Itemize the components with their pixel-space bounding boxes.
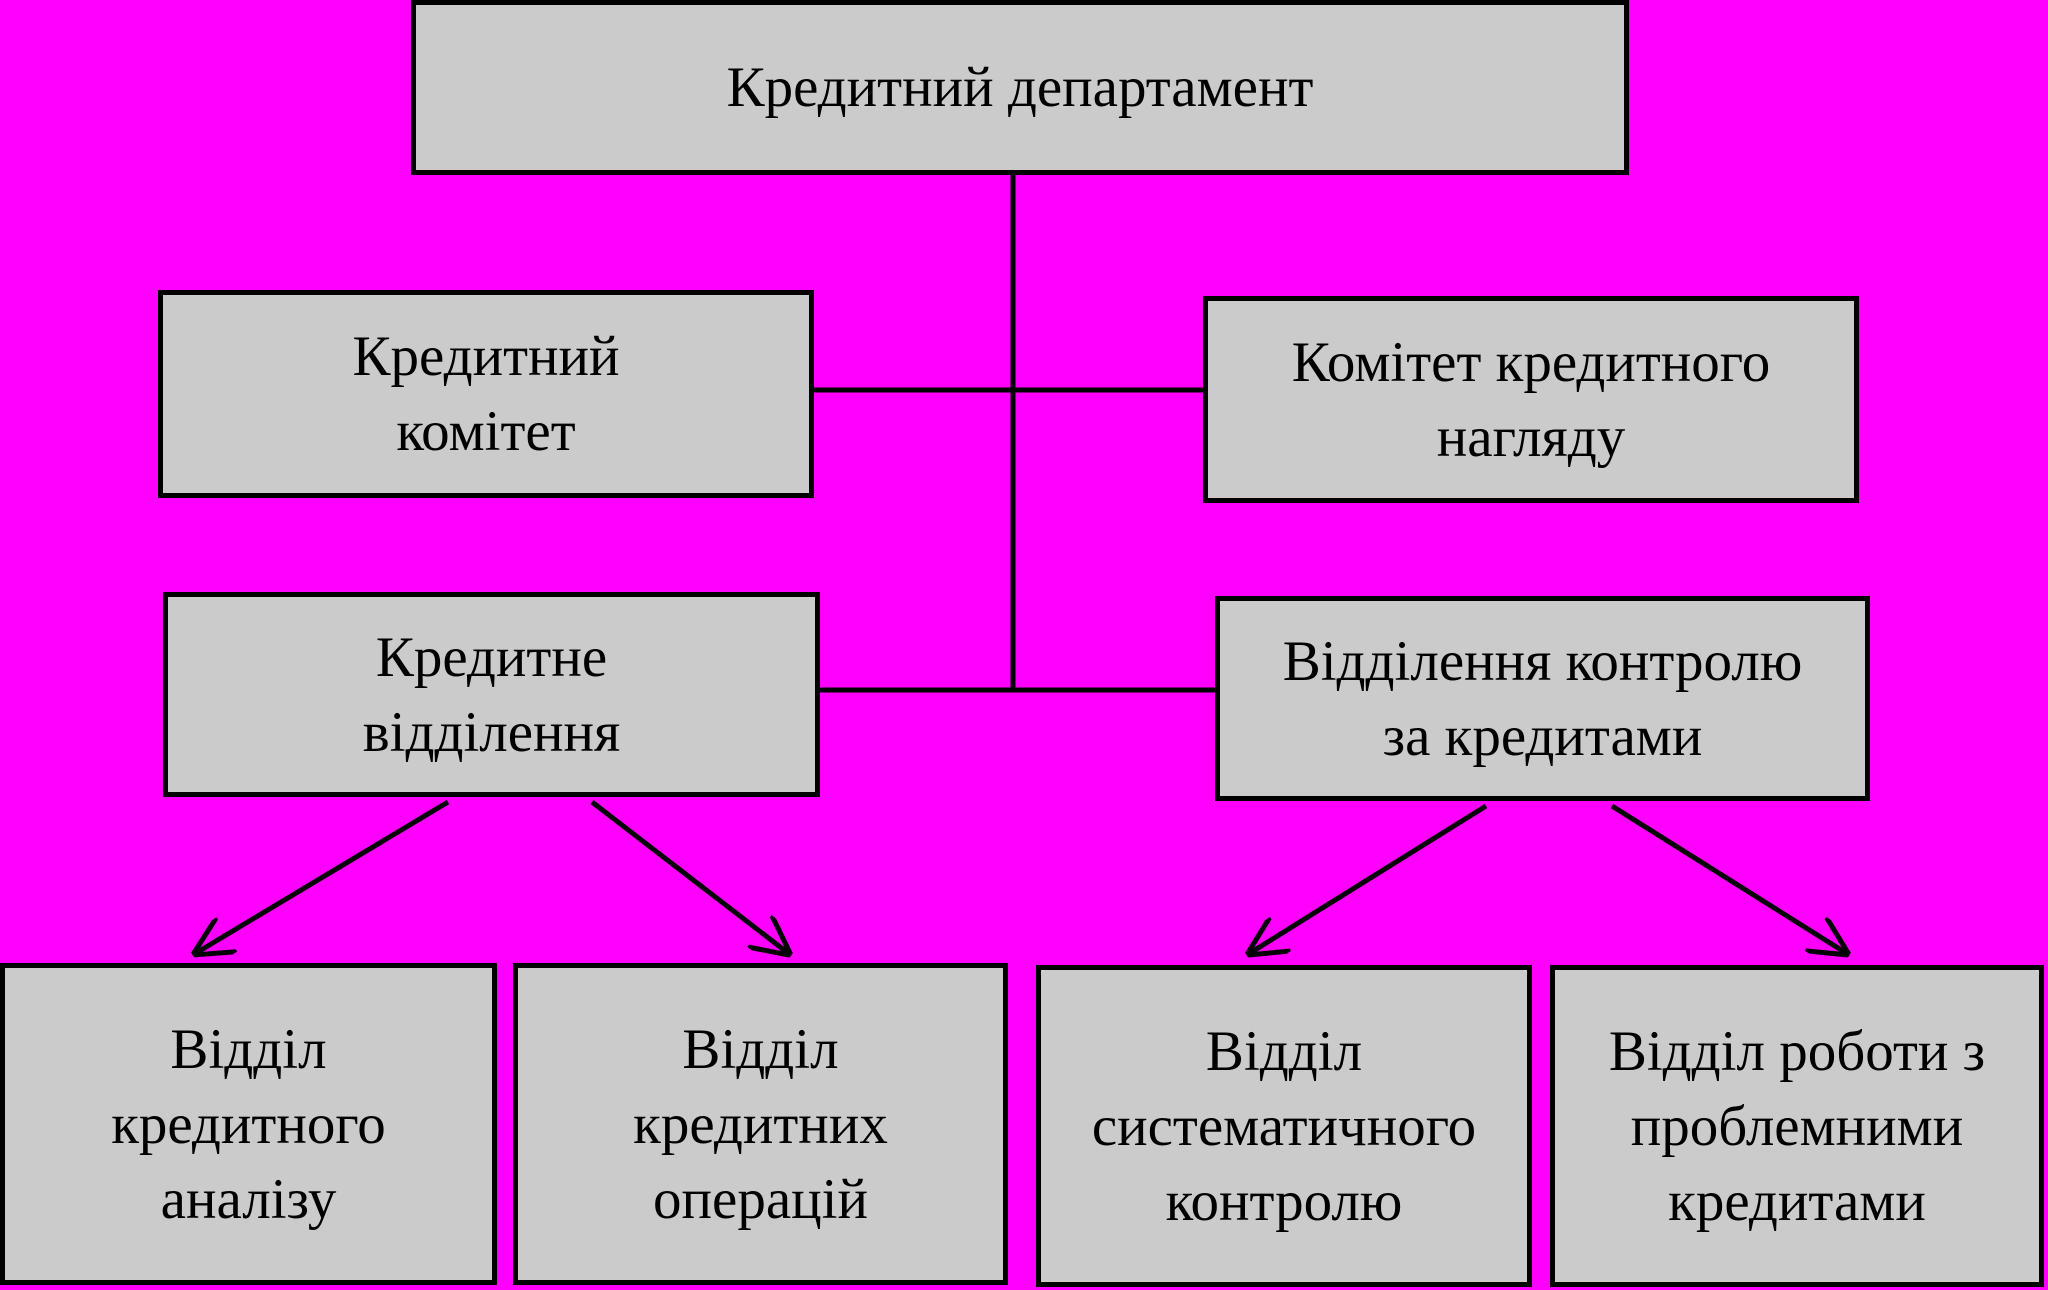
node-label: Комітет кредитного: [1291, 330, 1771, 394]
arrow-to-analysis: [196, 799, 450, 953]
node-label: Відділ роботи з: [1608, 1019, 1986, 1083]
node-label: відділення: [362, 700, 621, 764]
node-label: комітет: [396, 400, 576, 463]
node-credit-department: Кредитний департамент: [411, 0, 1629, 175]
node-systematic-control-dept: Відділ систематичного контролю: [1036, 965, 1532, 1287]
node-label: операцій: [653, 1167, 868, 1231]
arrow-to-systematic-control: [1250, 803, 1488, 953]
node-label: Кредитний департамент: [726, 56, 1314, 119]
node-label: систематичного: [1091, 1094, 1477, 1158]
node-label: кредитних: [633, 1092, 888, 1156]
node-label: Кредитний: [352, 325, 620, 388]
node-analysis-dept: Відділ кредитного аналізу: [0, 963, 497, 1285]
node-problem-loans-dept: Відділ роботи з проблемними кредитами: [1550, 965, 2044, 1287]
node-label: аналізу: [160, 1167, 337, 1231]
node-label: Відділення контролю: [1282, 629, 1803, 693]
node-label: Відділ: [682, 1017, 839, 1081]
node-label: кредитного: [111, 1092, 386, 1156]
node-operations-dept: Відділ кредитних операцій: [513, 963, 1008, 1285]
node-credit-division: Кредитне відділення: [163, 592, 820, 797]
node-control-division: Відділення контролю за кредитами: [1215, 596, 1870, 801]
node-label: Відділ: [170, 1017, 327, 1081]
arrow-to-operations: [590, 800, 788, 953]
node-label: Кредитне: [375, 625, 608, 689]
node-label: Відділ: [1205, 1019, 1363, 1083]
node-label: нагляду: [1436, 405, 1626, 469]
arrow-to-problem-loans: [1610, 803, 1846, 953]
node-label: за кредитами: [1382, 704, 1703, 768]
node-supervision-committee: Комітет кредитного нагляду: [1203, 296, 1859, 503]
node-label: проблемними: [1630, 1094, 1964, 1158]
node-credit-committee: Кредитний комітет: [158, 290, 814, 498]
node-label: контролю: [1165, 1169, 1403, 1233]
node-label: кредитами: [1668, 1169, 1926, 1233]
